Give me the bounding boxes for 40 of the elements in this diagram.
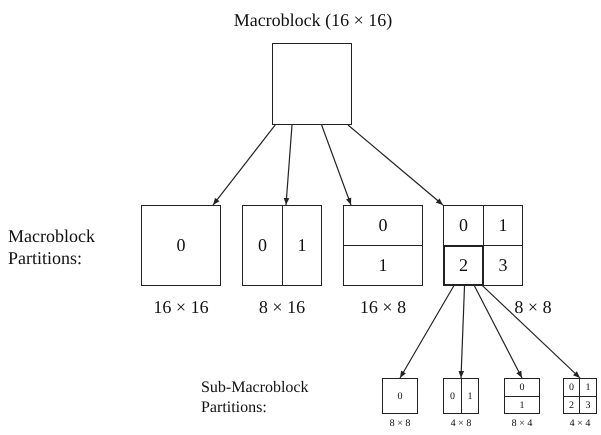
size-label: 4 × 8 <box>450 418 472 429</box>
arrow <box>212 124 276 206</box>
size-label: 8 × 4 <box>512 418 532 429</box>
arrow <box>473 284 523 378</box>
partition-number: 1 <box>468 390 472 402</box>
partition-number: 1 <box>378 255 388 276</box>
arrow <box>321 124 352 206</box>
partition-number: 0 <box>450 390 455 402</box>
row-label: Sub-Macroblock Partitions: <box>201 378 310 418</box>
partition-number: 0 <box>459 215 468 236</box>
partition-number: 3 <box>586 400 590 410</box>
arrow <box>481 284 580 378</box>
partition-number: 0 <box>398 390 402 402</box>
partition-number: 1 <box>298 235 306 256</box>
size-label: 16 × 16 <box>153 297 209 318</box>
size-label: 8 × 8 <box>390 418 410 429</box>
partition-number: 1 <box>498 215 508 236</box>
heading: Macroblock (16 × 16) <box>234 10 392 31</box>
partition-cell <box>443 245 484 286</box>
arrow <box>458 284 466 378</box>
partition-number: 1 <box>520 400 524 410</box>
size-label: 16 × 8 <box>360 297 406 318</box>
partition-number: 0 <box>520 382 524 393</box>
partition-number: 0 <box>378 215 388 236</box>
partition-number: 1 <box>586 382 590 393</box>
row-label: Macroblock Partitions: <box>8 225 96 269</box>
partition-number: 2 <box>569 400 574 410</box>
arrow <box>348 124 444 206</box>
size-label: 4 × 4 <box>570 418 590 429</box>
size-label: 8 × 16 <box>258 297 306 318</box>
size-label: 8 × 8 <box>514 297 552 318</box>
partition-number: 3 <box>498 255 508 276</box>
arrow <box>399 284 455 378</box>
arrow <box>284 124 293 206</box>
partition-number: 0 <box>258 235 267 256</box>
partition-box <box>382 378 418 414</box>
partition-number: 0 <box>176 235 186 256</box>
partition-number: 2 <box>459 255 468 276</box>
partition-number: 0 <box>569 382 574 393</box>
partition-box <box>141 205 221 286</box>
